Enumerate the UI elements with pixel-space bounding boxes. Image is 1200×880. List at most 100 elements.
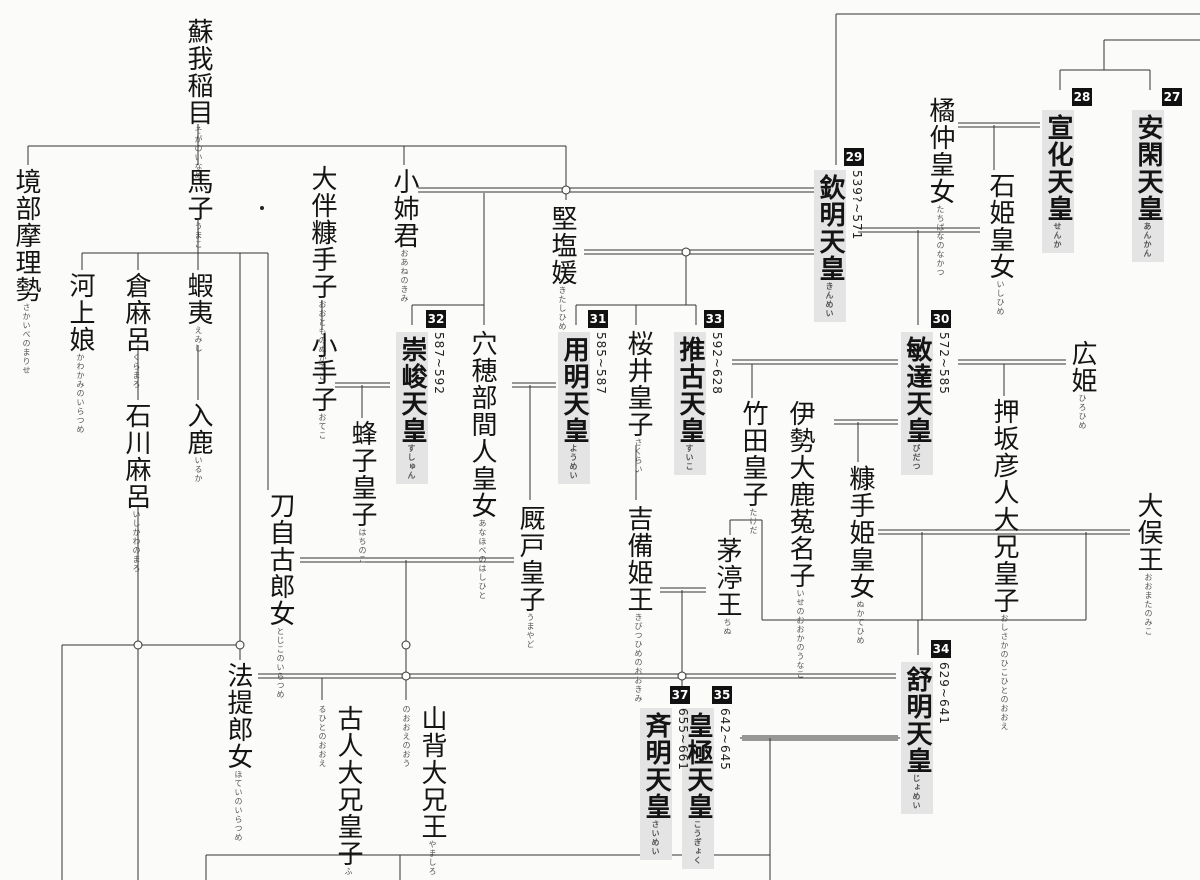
- reign-years: 539?~571: [850, 170, 864, 241]
- person-ruby: おてこ: [318, 413, 327, 440]
- person-name: 堅塩媛: [547, 205, 577, 286]
- person-name: 刀自古郎女: [265, 492, 295, 627]
- reign-years: 642~645: [718, 708, 732, 771]
- person-umayado: 厩戸皇子うまやど: [515, 505, 545, 649]
- reign-years: 655~661: [676, 708, 690, 771]
- person-ruby: おしさかのひこひとのおおえ: [1000, 614, 1009, 731]
- emperor-ruby: あんかん: [1143, 222, 1153, 258]
- emperor-number-badge: 31: [588, 310, 608, 328]
- emperor-ruby: すいこ: [685, 444, 695, 471]
- person-ruby: ほていのいらつめ: [234, 770, 243, 842]
- person-ruby: えみし: [194, 326, 203, 353]
- person-furuhito: 古人大兄皇子ふるひとのおおえ: [309, 705, 363, 880]
- person-ishihime: 石姫皇女いしひめ: [985, 172, 1015, 316]
- emperor-name: 皇極天皇: [683, 712, 713, 820]
- person-name: 穴穂部間人皇女: [467, 330, 497, 519]
- reign-years: 629~641: [937, 662, 951, 725]
- person-ruby: ふるひとのおおえ: [318, 705, 353, 876]
- person-name: 厩戸皇子: [515, 505, 545, 613]
- person-name: 桜井皇子: [623, 330, 653, 438]
- emperor-ankan: 安閑天皇あんかん: [1132, 110, 1164, 262]
- person-takeda: 竹田皇子たけだ: [738, 400, 768, 535]
- emperor-bidatsu: 敏達天皇びだつ: [901, 332, 933, 475]
- person-name: 入鹿: [183, 402, 213, 456]
- person-name: 小姉君: [389, 168, 419, 249]
- person-name: 馬子: [183, 168, 213, 222]
- emperor-ruby: さいめい: [651, 820, 661, 856]
- emperor-yomei: 用明天皇ようめい: [558, 332, 590, 484]
- emperor-sushun: 崇峻天皇すしゅん: [396, 332, 428, 484]
- person-name: 橘仲皇女: [925, 97, 955, 205]
- person-ruby: きびつひめのおおきみ: [634, 613, 643, 703]
- person-sakaibe-marise: 境部摩理勢さかいべのまりせ: [11, 168, 41, 375]
- emperor-kogyoku: 皇極天皇こうぎょく: [682, 708, 714, 869]
- person-ruby: ぬかてひめ: [856, 600, 865, 645]
- person-ruby: とじこのいらつめ: [276, 627, 285, 699]
- person-sakurai: 桜井皇子さくらい: [623, 330, 653, 474]
- reign-years: 592~628: [710, 332, 724, 395]
- emperor-suiko: 推古天皇すいこ: [674, 332, 706, 475]
- person-kitashihime: 堅塩媛きたしひめ: [547, 205, 577, 331]
- emperor-number-badge: 32: [426, 310, 446, 328]
- person-name: 茅渟王: [712, 537, 742, 618]
- person-ruby: うまやど: [526, 613, 535, 649]
- person-oshisaka: 押坂彦人大兄皇子おしさかのひこひとのおおえ: [989, 398, 1019, 731]
- person-ruby: うまこ: [194, 222, 203, 249]
- emperor-ruby: せんか: [1053, 222, 1063, 249]
- emperor-ruby: じょめい: [912, 774, 922, 810]
- person-ruby: かわかみのいらつめ: [76, 353, 85, 434]
- emperor-number-badge: 27: [1162, 88, 1182, 106]
- emperor-name: 斉明天皇: [641, 712, 671, 820]
- emperor-number-badge: 29: [844, 148, 864, 166]
- dot-marker: [260, 206, 264, 210]
- person-name: 大俣王: [1133, 492, 1163, 573]
- person-name: 竹田皇子: [738, 400, 768, 508]
- emperor-name: 崇峻天皇: [397, 336, 427, 444]
- person-name: 広姫: [1067, 340, 1097, 394]
- person-anahobe: 穴穂部間人皇女あなほべのはしひと: [467, 330, 497, 600]
- reign-years: 585~587: [594, 332, 608, 395]
- emperor-name: 用明天皇: [559, 336, 589, 444]
- person-name: 大伴糠手子: [307, 165, 337, 300]
- person-tachibana: 橘仲皇女たちばなのなかつ: [925, 97, 955, 277]
- person-ruby: ひろひめ: [1078, 394, 1087, 430]
- emperor-ruby: びだつ: [912, 444, 922, 471]
- person-yamashiro: 山背大兄王やましろのおおえのおう: [393, 705, 447, 880]
- person-name: 法提郎女: [223, 662, 253, 770]
- person-name: 吉備姫王: [623, 505, 653, 613]
- person-ise-okanouna: 伊勢大鹿菟名子いせのおおかのうなこ: [785, 400, 815, 679]
- person-ruby: さくらい: [634, 438, 643, 474]
- emperor-name: 推古天皇: [675, 336, 705, 444]
- person-chinu: 茅渟王ちぬ: [712, 537, 742, 636]
- person-name: 古人大兄皇子: [333, 705, 363, 867]
- person-oanegimi: 小姉君おあねのきみ: [389, 168, 419, 303]
- person-otenoko: 小手子おてこ: [307, 332, 337, 440]
- person-ruby: おおとものぬかてこ: [318, 300, 327, 381]
- person-ruby: たけだ: [749, 508, 758, 535]
- person-name: 小手子: [307, 332, 337, 413]
- emperor-ruby: ようめい: [569, 444, 579, 480]
- person-hote-iratsume: 法提郎女ほていのいらつめ: [223, 662, 253, 842]
- emperor-saimei: 斉明天皇さいめい: [640, 708, 672, 860]
- emperor-number-badge: 30: [931, 310, 951, 328]
- emperor-ruby: きんめい: [825, 282, 835, 318]
- person-name: 石姫皇女: [985, 172, 1015, 280]
- person-name: 境部摩理勢: [11, 168, 41, 303]
- person-ishikawamaro: 石川麻呂いしかわのまろ: [121, 402, 151, 573]
- person-omata: 大俣王おおまたのみこ: [1133, 492, 1163, 636]
- person-umako: 馬子うまこ: [183, 168, 213, 249]
- emperor-name: 安閑天皇: [1133, 114, 1163, 222]
- emperor-jomei: 舒明天皇じょめい: [901, 662, 933, 814]
- person-ruby: さかいべのまりせ: [22, 303, 31, 375]
- person-emishi: 蝦夷えみし: [183, 272, 213, 353]
- person-name: 押坂彦人大兄皇子: [989, 398, 1019, 614]
- person-kibihime: 吉備姫王きびつひめのおおきみ: [623, 505, 653, 703]
- person-name: 河上娘: [65, 272, 95, 353]
- person-soga-iname: 蘇我稲目そがのいなめ: [183, 18, 213, 180]
- emperor-number-badge: 33: [704, 310, 724, 328]
- person-ruby: くらまろ: [132, 353, 141, 389]
- person-name: 山背大兄王: [417, 705, 447, 840]
- person-iruka: 入鹿いるか: [183, 402, 213, 483]
- person-ruby: いるか: [194, 456, 203, 483]
